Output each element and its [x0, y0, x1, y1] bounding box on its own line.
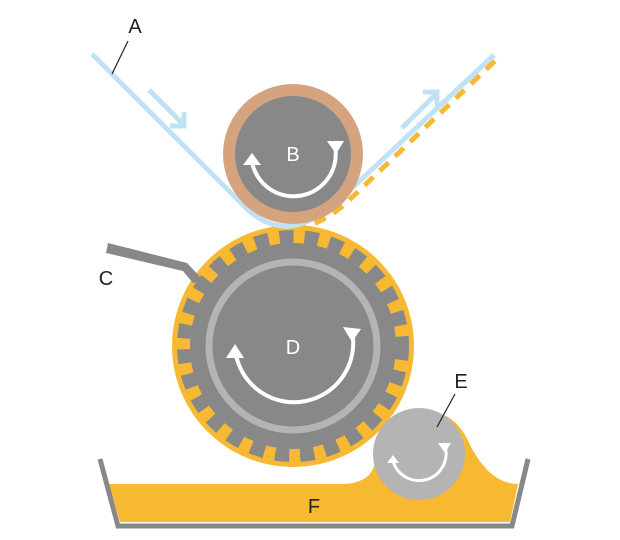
label-a: A: [128, 16, 142, 38]
roller-d-arrowhead-left-icon: [226, 344, 244, 358]
roller-e-rotation-arrow-icon: [391, 445, 448, 483]
roller-d-gear-teeth: [177, 230, 409, 462]
roller-e-body: [373, 408, 465, 500]
label-f: F: [308, 496, 320, 518]
roller-b-arrowhead-left-icon: [243, 153, 261, 165]
roller-b-arrowhead-right-icon: [327, 141, 344, 154]
label-c: C: [99, 268, 113, 290]
roller-e-arrowhead-right-icon: [438, 443, 451, 453]
roller-d-arrowhead-right-icon: [343, 327, 361, 342]
label-e: E: [454, 371, 467, 393]
label-a-leader: [111, 40, 129, 75]
roller-b-rotation-arrow-icon: [250, 145, 338, 199]
doctor-blade-body: [106, 243, 203, 283]
flow-out-direction-arrow-icon: [400, 89, 440, 130]
printed-ink-trail: [294, 56, 500, 233]
roller-d-gear-body: [190, 243, 396, 449]
label-b: B: [286, 144, 299, 166]
roller-b: B: [223, 84, 363, 224]
doctor-blade: [106, 243, 203, 283]
roller-d-ring: [205, 258, 381, 434]
label-e-leader: [436, 393, 456, 428]
tray-wall: [97, 458, 531, 529]
roller-e-arrowhead-left-icon: [387, 455, 399, 463]
flow-in-direction-arrow-icon: [147, 88, 187, 129]
roller-d: D: [172, 225, 414, 467]
roller-e: [373, 408, 465, 500]
roller-d-rotation-arrow-icon: [234, 330, 356, 405]
label-d: D: [286, 337, 300, 359]
